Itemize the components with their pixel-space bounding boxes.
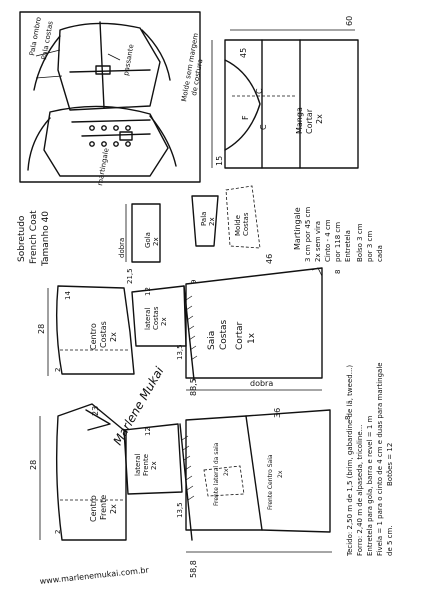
fabric-t1: Tecido: 2,50 m de 1,5 (brim, gabardine d… bbox=[346, 365, 354, 557]
sleeve-piece bbox=[211, 29, 359, 169]
sleeve-letter-c1: C bbox=[255, 88, 264, 94]
sleeve-qty: 2x bbox=[315, 114, 324, 124]
front-saia-frente-qty: 2x bbox=[277, 470, 284, 478]
front-qty: 2x bbox=[109, 504, 118, 514]
sleeve-dim-45: 45 bbox=[239, 48, 248, 58]
back-dim-135: 13,5 bbox=[176, 344, 184, 360]
back-lateral-piece: Costas bbox=[152, 306, 160, 330]
back-saia-piece: Costas bbox=[219, 319, 229, 350]
front-lateral: lateral bbox=[134, 454, 142, 476]
notion-l2: 2x sem vira bbox=[314, 221, 322, 262]
back-saia: Saia bbox=[207, 331, 217, 350]
front-dim-28: 28 bbox=[29, 460, 38, 470]
sleeve-cut: Cortar bbox=[305, 108, 314, 134]
sleeve-letter-f: F bbox=[241, 115, 250, 120]
back-dobra: dobra bbox=[250, 379, 273, 388]
front-dim-36: 36 bbox=[273, 408, 282, 418]
website[interactable]: www.marlenemukai.com.br bbox=[39, 566, 150, 586]
note-passante: passante bbox=[122, 44, 135, 77]
coat-sketch bbox=[19, 11, 201, 183]
fabric-t6: Botões = 12 bbox=[386, 443, 394, 486]
note-pala-costas: Pala costas bbox=[40, 20, 55, 60]
back-dim-46: 46 bbox=[265, 254, 274, 264]
back-dim-215: 21,5 bbox=[126, 268, 134, 284]
front-dim-12: 12 bbox=[144, 427, 152, 436]
front-pattern bbox=[39, 403, 332, 553]
sleeve-dim-15: 15 bbox=[215, 156, 224, 166]
fabric-t2: Forro: 2,40 m de alpaseda, tricoline... bbox=[356, 425, 364, 556]
notion-l8: cada bbox=[376, 245, 384, 262]
notion-l6: Bolso 3 cm bbox=[356, 223, 364, 262]
fabric-t4: Fivela = 1 para o cinto de 4 cm e duas p… bbox=[376, 362, 384, 556]
molde-costas-sub: Costas bbox=[242, 212, 250, 236]
dim-bottom-right: 58,8 bbox=[189, 560, 198, 578]
front-lateral-piece: Frente bbox=[142, 454, 150, 476]
back-centro: Centro bbox=[89, 323, 98, 350]
back-saia-qty: 1x bbox=[247, 332, 257, 344]
gola-dobra: dobra bbox=[118, 238, 126, 258]
front-lateral-qty: 2x bbox=[150, 461, 158, 470]
notion-martingale: Martingale bbox=[293, 207, 302, 250]
back-dim-8: 8 bbox=[334, 270, 342, 274]
front-dim-8: 8 bbox=[344, 416, 352, 420]
back-pattern bbox=[47, 267, 323, 391]
notion-l7: por 3 cm bbox=[366, 231, 374, 262]
back-dim-14: 14 bbox=[64, 291, 72, 300]
back-costas: Costas bbox=[99, 321, 108, 348]
sleeve-letter-c2: C bbox=[259, 124, 268, 130]
gola-label: Gola bbox=[144, 232, 152, 248]
signature: Marlene Mukai bbox=[110, 364, 166, 448]
back-dim-28: 28 bbox=[37, 324, 46, 334]
back-saia-cut: Cortar bbox=[235, 321, 245, 350]
front-dim-135: 13,5 bbox=[176, 502, 184, 518]
pala-label: Pala bbox=[200, 212, 208, 226]
front-saia-lateral: Frente lateral da saia bbox=[213, 442, 220, 506]
gola-qty: 2x bbox=[152, 237, 160, 246]
title-line2: French Coat bbox=[29, 210, 39, 264]
sleeve-label: Manga bbox=[295, 107, 304, 134]
note-pala-ombro: Pala ombro bbox=[28, 16, 43, 56]
front-dim-23: 23 bbox=[91, 406, 100, 416]
back-dim-12: 12 bbox=[144, 287, 152, 296]
dim-bottom-left: 88,5 bbox=[189, 378, 198, 396]
notion-l5: Entretela bbox=[344, 230, 352, 262]
back-lateral-qty: 2x bbox=[160, 317, 168, 326]
molde-costas-label: Molde bbox=[234, 215, 242, 236]
front-saia-frente: Frente Centro Saia bbox=[267, 454, 274, 510]
back-dim-9: 9 bbox=[190, 280, 198, 284]
back-qty: 2x bbox=[109, 332, 118, 342]
fabric-t5: de 5 cm. bbox=[386, 525, 394, 556]
fabric-t3: Entretela para gola, barra e revel = 1 m bbox=[366, 415, 374, 556]
sleeve-dim-60: 60 bbox=[345, 16, 354, 26]
notion-l4: por 118 cm bbox=[334, 222, 342, 262]
front-centro: Centro bbox=[89, 495, 98, 522]
front-saia-lateral-qty: 2x bbox=[223, 468, 230, 476]
note-martingale: martingale bbox=[96, 147, 110, 186]
small-pieces bbox=[125, 185, 261, 263]
title-line1: Sobretudo bbox=[17, 215, 27, 262]
notion-l1: 3 cm por 45 cm bbox=[304, 207, 312, 262]
back-lateral: lateral bbox=[144, 308, 152, 330]
front-frente: Frente bbox=[99, 495, 108, 520]
back-dim-2: 2 bbox=[54, 368, 62, 372]
title-size: Tamanho 40 bbox=[41, 211, 51, 267]
front-dim-2: 2 bbox=[54, 530, 62, 534]
pala-qty: 2x bbox=[208, 217, 216, 226]
notion-l3: Cinto - 4 cm bbox=[324, 219, 332, 262]
